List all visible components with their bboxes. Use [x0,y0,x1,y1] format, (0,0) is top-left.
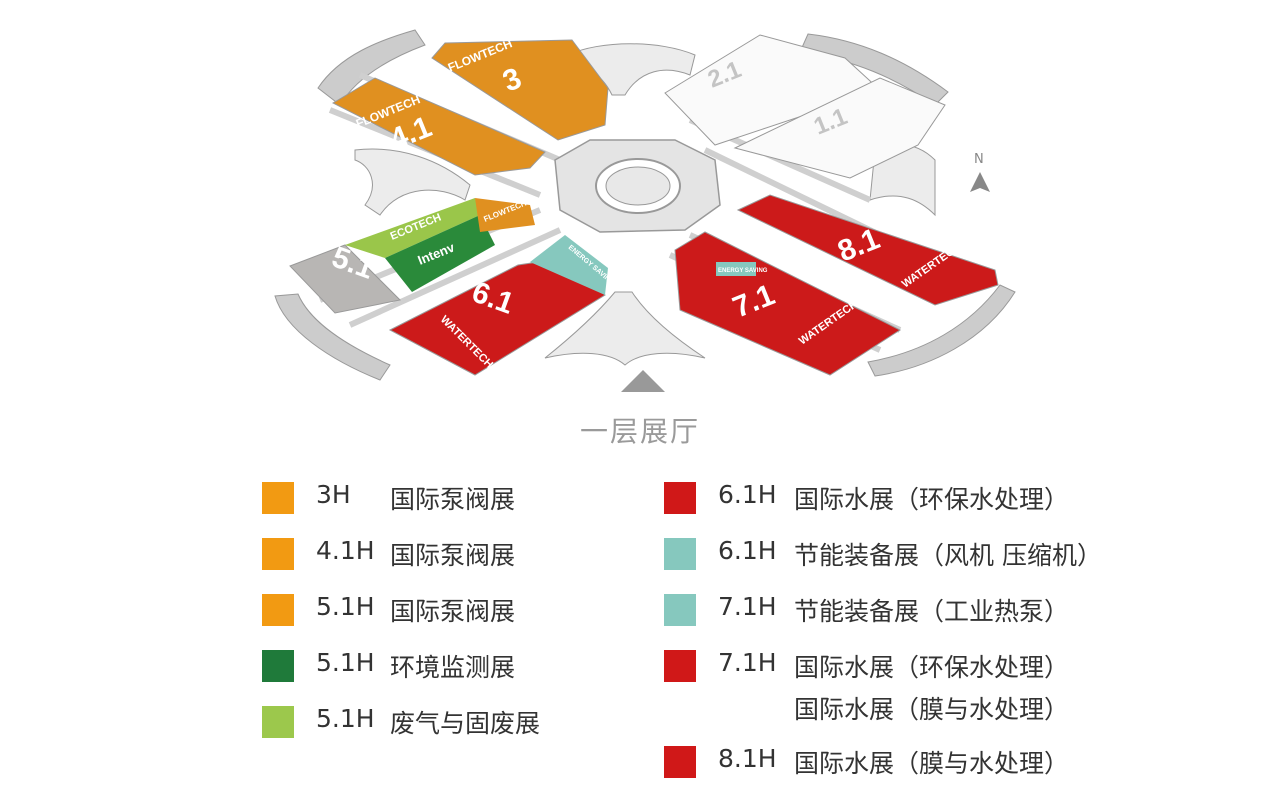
hall-8-1[interactable]: 8.1 WATERTECH [736,194,999,306]
hall-5-1[interactable]: 5.1 ECOTECH Intenv FLOWTECH [289,198,535,314]
legend-name: 国际水展（环保水处理） [794,485,1070,514]
legend-swatch [664,594,696,626]
legend-code: 7.1H [718,648,777,677]
legend-code: 5.1H [316,592,375,621]
legend-swatch [262,706,294,738]
hall-5-1-ecotech [345,198,480,258]
compass: N [970,152,990,192]
wing-se [867,284,1016,377]
legend-swatch [664,746,696,778]
wing-sw [274,293,391,381]
hall-6-1-energy [530,235,608,295]
entrance-arrow-icon [621,370,665,392]
legend-swatch [262,482,294,514]
legend-name: 国际泵阀展 [390,597,516,626]
floor-title: 一层展厅 [579,415,700,448]
roundabout-inner [605,166,671,206]
hall-5-1-flowtech [475,198,535,232]
connector-s [544,291,706,366]
legend-code: 7.1H [718,592,777,621]
legend-swatch [664,538,696,570]
legend-name: 节能装备展（工业热泵） [794,597,1070,626]
legend-code: 3H [316,480,351,509]
legend-name: 国际泵阀展 [390,541,516,570]
legend-swatch [262,650,294,682]
hall-5-1-intenv [385,215,495,292]
hall-1-1[interactable]: 1.1 [733,77,946,179]
hall-5-1-gray [289,244,402,314]
legend-name: 国际泵阀展 [390,485,516,514]
hall-3[interactable]: FLOWTECH 3 [431,36,609,141]
wing-nw [317,29,426,106]
legend-code: 6.1H [718,480,777,509]
legend-swatch [664,482,696,514]
legend-swatch [262,538,294,570]
legend-name-secondary: 国际水展（膜与水处理） [794,695,1070,724]
legend-name: 国际水展（环保水处理） [794,653,1070,682]
legend-code: 5.1H [316,704,375,733]
compass-n-label: N [974,152,984,167]
legend-swatch [664,650,696,682]
hall-7-1[interactable]: ENERGY SAVING 7.1 WATERTECH [674,231,902,376]
hall-6-1[interactable]: 6.1 WATERTECH ENERGY SAVING [388,235,616,376]
legend-code: 6.1H [718,536,777,565]
north-arrow-icon [970,172,990,192]
legend-swatch [262,594,294,626]
exhibition-floor-map: FLOWTECH 3 FLOWTECH 4.1 2.1 1.1 5.1 ECOT… [274,29,1016,392]
connector-w [354,148,471,216]
legend-name: 国际水展（膜与水处理） [794,749,1070,778]
hall-7-1-energy [716,262,756,276]
hall-7-1-energy-label: ENERGY SAVING [718,268,768,274]
legend-code: 8.1H [718,744,777,773]
hall-4-1[interactable]: FLOWTECH 4.1 [331,77,546,176]
legend-name: 环境监测展 [390,653,516,682]
legend-name: 节能装备展（风机 压缩机） [794,541,1102,570]
legend-code: 5.1H [316,648,375,677]
legend-code: 4.1H [316,536,375,565]
legend-name: 废气与固废展 [390,709,541,738]
